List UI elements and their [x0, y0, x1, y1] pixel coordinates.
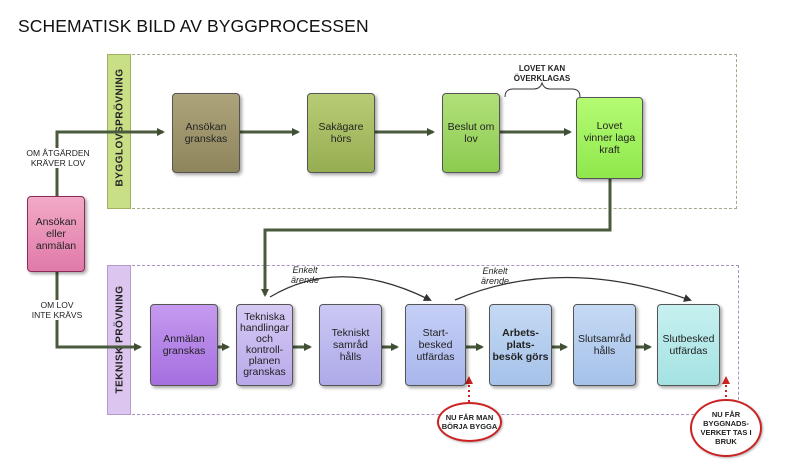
simple-case-note-2: Enkelt ärende — [480, 266, 510, 286]
connector-start-to-teknisk — [55, 272, 142, 351]
appeal-note: LOVET KAN ÖVERKLAGAS — [513, 64, 571, 83]
simple-case-arrow-1 — [269, 276, 432, 301]
teknisk-step-startbesked: Start- besked utfärdas — [405, 304, 466, 386]
appeal-bracket — [504, 81, 581, 98]
page-title: SCHEMATISK BILD AV BYGGPROCESSEN — [18, 16, 369, 36]
teknisk-step-tekniskt-samrad: Tekniskt samråd hålls — [319, 304, 382, 386]
teknisk-step-tekniska-handlingar: Tekniska handlingar och kontroll- planen… — [236, 304, 293, 386]
callout-in-use: NU FÅR BYGGNADS- VERKET TAS I BRUK — [690, 399, 762, 457]
simple-case-note-1: Enkelt ärende — [290, 265, 320, 285]
bygglov-step-ansokan-granskas: Ansökan granskas — [172, 93, 240, 173]
connector-bygglov-to-teknisk — [261, 179, 612, 297]
start-box: Ansökan eller anmälan — [27, 196, 85, 272]
branch-label-inte-lov: OM LOV INTE KRÄVS — [22, 300, 92, 320]
bygglov-step-beslut-om-lov: Beslut om lov — [442, 93, 500, 173]
simple-case-arrow-2 — [454, 276, 692, 302]
branch-label-kraver-lov: OM ÅTGÄRDEN KRÄVER LOV — [13, 148, 103, 168]
bygglov-step-sakagare-hors: Sakägare hörs — [307, 93, 375, 173]
teknisk-step-slutbesked: Slutbesked utfärdas — [657, 304, 720, 386]
teknisk-lane-tab — [107, 265, 131, 415]
connector-start-to-bygglov — [55, 128, 165, 196]
teknisk-step-arbetsplatsbesok: Arbets- plats- besök görs — [489, 304, 552, 386]
teknisk-step-slutsamrad: Slutsamråd hålls — [573, 304, 636, 386]
callout-start-building: NU FÅR MAN BÖRJA BYGGA — [437, 402, 502, 442]
bygglov-step-lovet-vinner-laga-kraft: Lovet vinner laga kraft — [576, 97, 643, 179]
teknisk-step-anmalan-granskas: Anmälan granskas — [150, 304, 218, 386]
